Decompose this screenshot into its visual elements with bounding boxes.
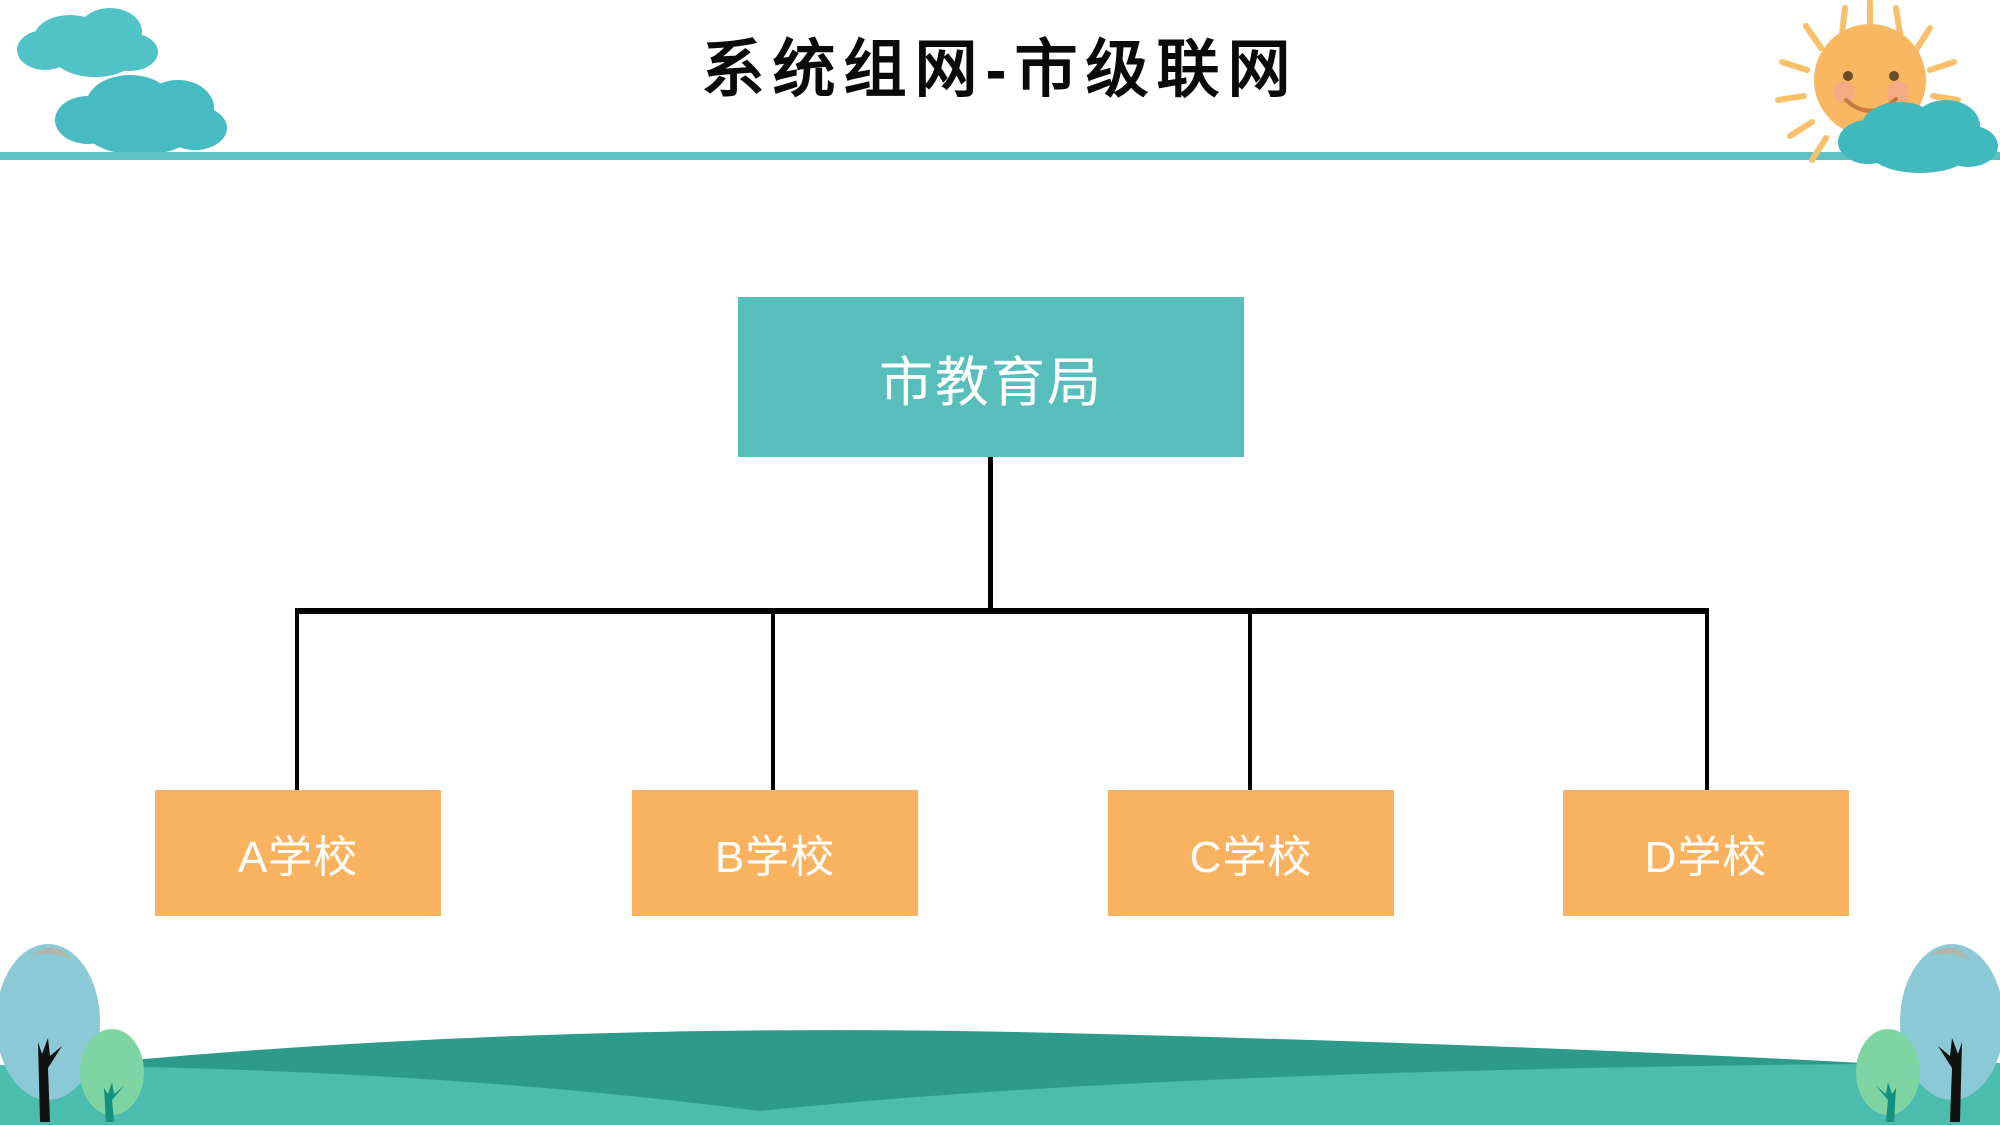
sun-with-cloud-decoration xyxy=(1750,0,2000,175)
tree-trunk-large xyxy=(38,1038,62,1122)
node-school-c-label: C学校 xyxy=(1189,833,1313,882)
connector-root-trunk xyxy=(988,457,993,613)
clouds-decoration xyxy=(0,0,240,165)
connector-horizontal-bus xyxy=(295,608,1709,614)
tree-trunk-small xyxy=(104,1082,124,1122)
node-root-label: 市教育局 xyxy=(879,352,1103,413)
tree-trunk-large xyxy=(1938,1038,1962,1122)
sun-cheek-right xyxy=(1887,81,1909,103)
node-school-d-label: D学校 xyxy=(1644,833,1768,882)
sun-eye-left xyxy=(1843,71,1853,81)
node-school-b[interactable]: B学校 xyxy=(632,790,918,916)
sun-eye-right xyxy=(1889,71,1899,81)
node-root-city-education-bureau[interactable]: 市教育局 xyxy=(738,297,1244,457)
connector-drop-a xyxy=(295,612,299,792)
cloud-icon-upper xyxy=(17,8,158,77)
node-school-c[interactable]: C学校 xyxy=(1108,790,1394,916)
ground-decoration xyxy=(0,1005,2000,1125)
tree-canopy-large xyxy=(1900,944,2000,1100)
tree-canopy-small xyxy=(1856,1029,1920,1115)
trees-decoration-left xyxy=(0,910,290,1125)
node-school-d[interactable]: D学校 xyxy=(1563,790,1849,916)
cloud-icon-lower xyxy=(55,75,227,155)
sun-smile-icon xyxy=(1844,97,1898,113)
node-school-b-label: B学校 xyxy=(714,833,836,882)
node-school-a[interactable]: A学校 xyxy=(155,790,441,916)
cloud-icon-overlap xyxy=(1838,100,1998,173)
connector-drop-c xyxy=(1248,612,1252,792)
connector-drop-b xyxy=(771,612,775,792)
tree-canopy-large xyxy=(0,944,100,1100)
header-divider xyxy=(0,152,2000,160)
page-title: 系统组网-市级联网 xyxy=(701,35,1299,105)
sun-rays-icon xyxy=(1775,0,1961,163)
tree-highlight-large xyxy=(30,947,72,960)
tree-highlight-large xyxy=(1928,947,1970,960)
node-school-a-label: A学校 xyxy=(237,833,359,882)
ground-layer-front xyxy=(0,1063,2000,1125)
connector-drop-d xyxy=(1705,612,1709,792)
trees-decoration-right xyxy=(1710,910,2000,1125)
tree-canopy-small xyxy=(80,1029,144,1115)
sun-cheek-left xyxy=(1833,81,1855,103)
tree-trunk-small xyxy=(1876,1082,1896,1122)
slide-header: 系统组网-市级联网 xyxy=(0,0,2000,173)
